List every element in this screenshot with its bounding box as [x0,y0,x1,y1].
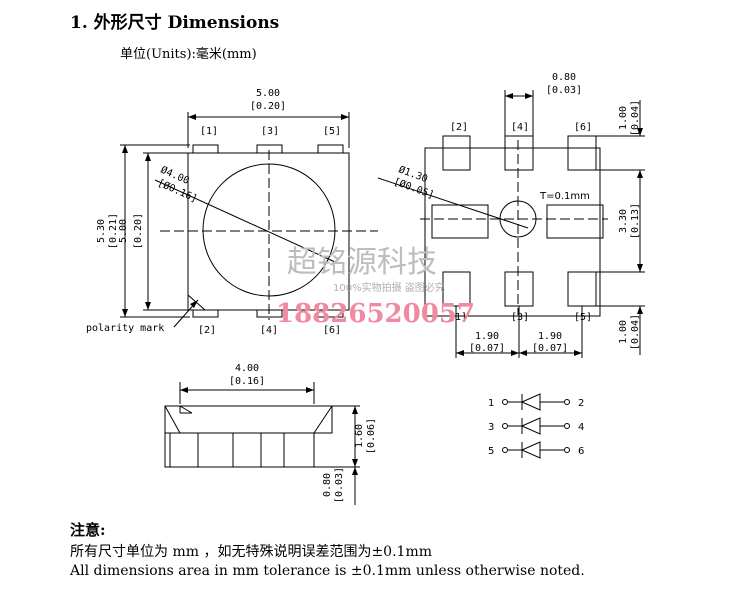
notes-title: 注意: [70,521,106,539]
schematic [503,394,570,458]
sch-pin-5: 5 [488,446,494,457]
bv-pitch1-in-label: [0.07] [469,343,505,354]
note-english: All dimensions area in mm tolerance is ±… [70,563,585,579]
dimension-arrows [122,93,643,475]
top-view-pad-6 [318,310,343,317]
tv-pin-label-2: [2] [198,325,216,336]
thermal-pad-right [547,205,603,238]
sch-pin-4: 4 [578,422,584,433]
side-taper-right [314,406,332,433]
bv-span-label: 3.30 [618,209,629,233]
tv-h500-label: 5.00 [118,219,129,243]
sch-pin-2: 2 [578,398,584,409]
tv-pin-label-4: [4] [260,325,278,336]
bv-pad-h-top-label: 1.00 [618,106,629,130]
side-lead-3 [284,433,314,467]
sch-pin-1: 1 [488,398,494,409]
bv-pin-label-1: [1] [449,312,467,323]
sv-width-in-label: [0.16] [229,376,265,387]
bv-pad-h-bottom-label: 1.00 [618,320,629,344]
schematic-diode-1 [503,394,570,410]
bv-span-in-label: [0.13] [630,203,641,239]
bottom-view-outline [425,148,600,316]
schematic-diode-3 [503,442,570,458]
bottom-pad-2 [443,136,470,170]
sv-height-label: 1.60 [354,424,365,448]
side-view [165,382,360,505]
sv-lead-in-label: [0.03] [334,467,345,503]
tv-pin-label-3: [3] [261,126,279,137]
bottom-pad-3 [505,272,533,306]
tv-h500-in-label: [0.20] [133,213,144,249]
top-view [120,112,378,327]
bv-pad-w-in-label: [0.03] [546,85,582,96]
side-taper-left [165,406,180,433]
tv-width-in-label: [0.20] [250,101,286,112]
watermark-company: 超铭源科技 [287,245,437,280]
side-lead-1 [170,433,198,467]
page-title: 1. 外形尺寸 Dimensions [70,13,280,33]
tv-pin-label-6: [6] [323,325,341,336]
bv-thickness-label: T=0.1mm [539,191,590,202]
tv-pin-label-5: [5] [323,126,341,137]
note-chinese: 所有尺寸单位为 mm ，如无特殊说明误差范围为±0.1mm [70,544,432,560]
thermal-pad-left [432,205,488,238]
tv-h530-label: 5.30 [96,219,107,243]
top-view-pad-1 [193,145,218,153]
side-view-body [165,406,332,467]
sv-height-in-label: [0.06] [366,418,377,454]
bv-pad-h-bottom-in-label: [0.04] [630,314,641,350]
bv-pad-w-label: 0.80 [552,72,576,83]
top-view-pad-5 [318,145,343,153]
top-view-pad-2 [193,310,218,317]
bv-pitch2-in-label: [0.07] [532,343,568,354]
polarity-mark-label: polarity mark [86,323,164,334]
tv-width-label: 5.00 [256,88,280,99]
sv-lead-label: 0.80 [322,473,333,497]
side-lead-2 [233,433,261,467]
bottom-pad-4 [505,136,533,170]
side-notch-3 [180,406,192,413]
bottom-pad-5 [568,272,596,306]
bv-pin-label-6: [6] [574,122,592,133]
sch-pin-6: 6 [578,446,584,457]
units-label: 单位(Units):毫米(mm) [120,47,257,62]
bv-pitch1-label: 1.90 [475,331,499,342]
watermark-phone: 18826520057 [276,299,475,329]
sv-width-label: 4.00 [235,363,259,374]
bv-pin-label-3: [3] [511,312,529,323]
sch-pin-3: 3 [488,422,494,433]
bottom-pad-6 [568,136,596,170]
bv-pitch2-label: 1.90 [538,331,562,342]
bv-pin-label-2: [2] [450,122,468,133]
schematic-diode-2 [503,418,570,434]
bv-pad-h-top-in-label: [0.04] [630,100,641,136]
bottom-view [378,90,645,358]
bv-pin-label-5: [5] [574,312,592,323]
bv-pin-label-4: [4] [511,122,529,133]
tv-pin-label-1: [1] [200,126,218,137]
lens-leader [155,180,335,262]
watermark-slogan: 100%实物拍摄 盗图必究 [333,281,445,294]
tv-h530-in-label: [0.21] [108,213,119,249]
hole-leader [378,178,528,228]
